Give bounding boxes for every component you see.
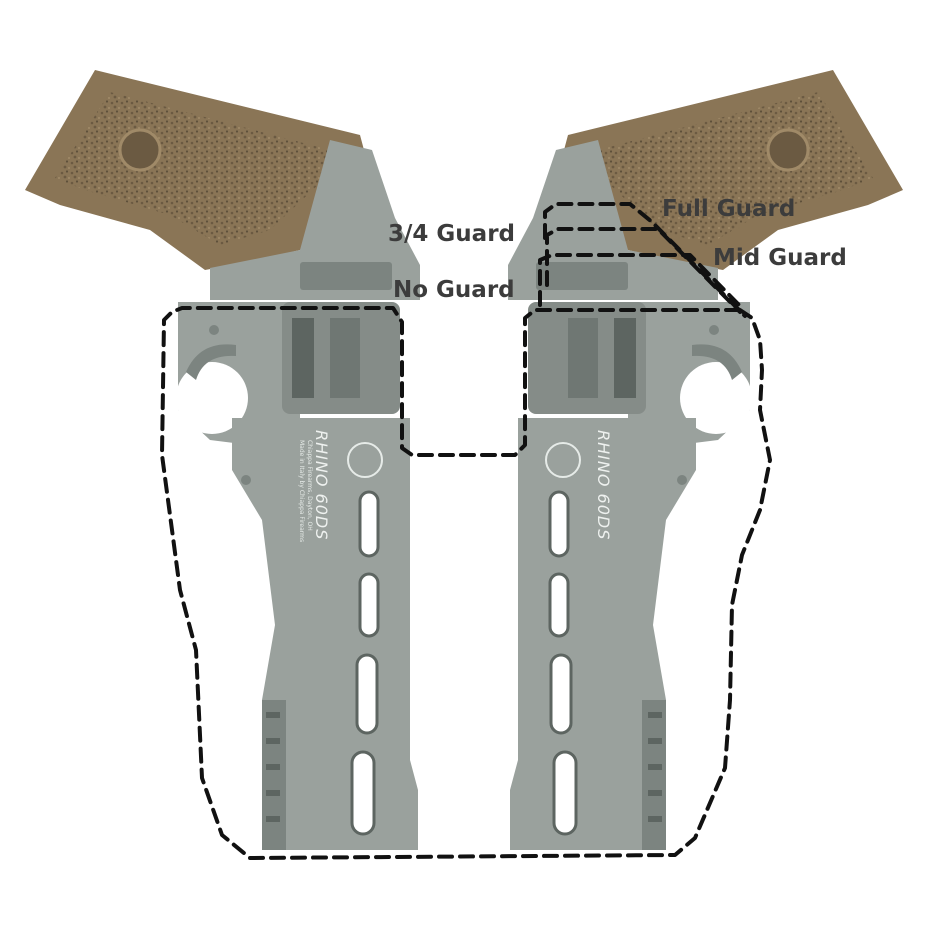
left-maker-marks: Made in Italy by Chiappa Firearms Chiapp…: [298, 440, 313, 542]
left-revolver: [23, 68, 422, 852]
svg-text:Made in Italy by Chiappa Firea: Made in Italy by Chiappa Firearms: [298, 440, 305, 542]
full-guard-label: Full Guard: [662, 196, 795, 222]
full-guard-outline: [543, 202, 747, 318]
mid-guard-outline: [538, 253, 744, 310]
no-guard-outline: [160, 306, 772, 860]
right-revolver: [506, 68, 905, 852]
three-quarter-guard-label: 3/4 Guard: [388, 221, 515, 247]
left-engraving: RHINO 60DS: [312, 430, 331, 540]
right-engraving: RHINO 60DS: [594, 430, 613, 540]
svg-text:Chiappa Firearms, Dayton, OH: Chiappa Firearms, Dayton, OH: [306, 440, 313, 531]
model-engraving-mirrored: RHINO 60DS: [594, 430, 613, 540]
no-guard-label: No Guard: [393, 277, 515, 303]
mid-guard-label: Mid Guard: [713, 245, 847, 271]
model-engraving: RHINO 60DS: [312, 430, 331, 540]
